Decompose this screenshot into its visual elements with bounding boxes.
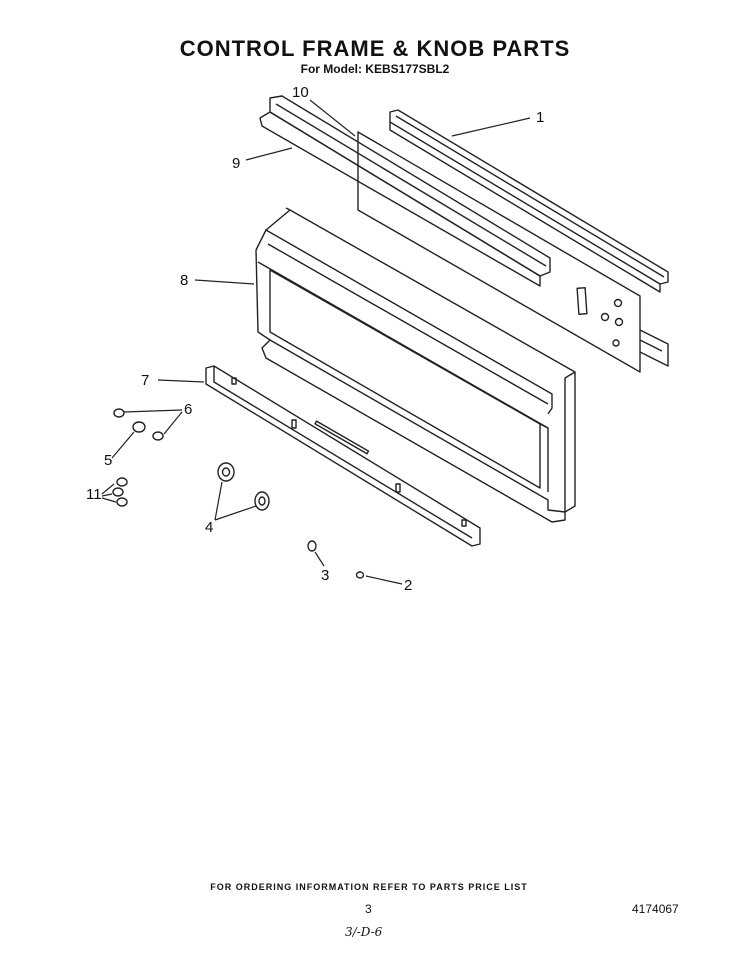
- part-3-clip: [307, 540, 317, 552]
- ordering-note: FOR ORDERING INFORMATION REFER TO PARTS …: [210, 882, 528, 892]
- document-number: 4174067: [632, 902, 679, 916]
- callout-9: 9: [232, 155, 240, 172]
- part-10-control-panel: [357, 131, 669, 373]
- part-11-buttons: [112, 477, 128, 507]
- callout-6: 6: [184, 401, 192, 418]
- part-5-knob: [132, 421, 146, 433]
- callout-7: 7: [141, 372, 149, 389]
- leader-lines: [101, 99, 531, 585]
- page-title: CONTROL FRAME & KNOB PARTS: [179, 36, 571, 61]
- callout-5: 5: [104, 452, 112, 469]
- part-6-buttons: [113, 408, 164, 441]
- callout-11: 11: [86, 486, 102, 503]
- part-4-knobs: [217, 462, 270, 511]
- part-9-upper-trim: [259, 95, 551, 287]
- part-7-retainer-strip: [205, 365, 481, 547]
- part-8-control-frame: [255, 207, 576, 523]
- callout-1: 1: [536, 109, 544, 126]
- part-1-trim-strip: [389, 109, 669, 293]
- callout-4: 4: [205, 519, 213, 536]
- page-number: 3: [365, 902, 372, 916]
- callout-2: 2: [404, 577, 412, 594]
- model-subtitle: For Model: KEBS177SBL2: [300, 62, 450, 76]
- callout-10: 10: [292, 84, 309, 101]
- callout-8: 8: [180, 272, 188, 289]
- handwritten-note: 3/-D-6: [345, 925, 383, 939]
- callout-3: 3: [321, 567, 329, 584]
- part-2-nut: [355, 571, 365, 579]
